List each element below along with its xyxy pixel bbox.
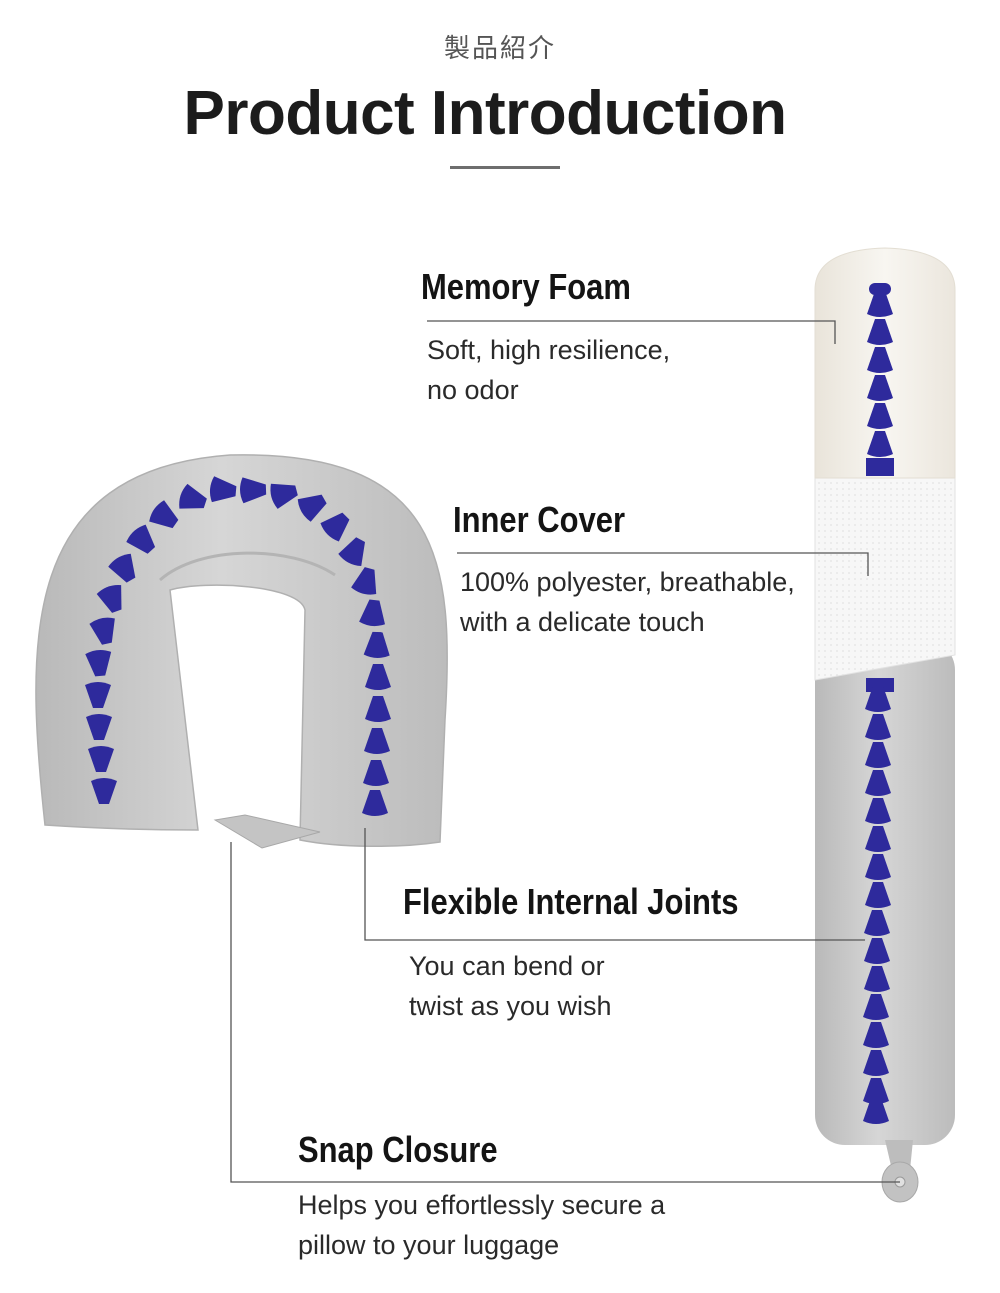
feature-desc-inner-cover: 100% polyester, breathable, with a delic… [460, 562, 795, 642]
joints-leader [364, 828, 865, 941]
page-title: Product Introduction [183, 79, 787, 148]
feature-desc-line: You can bend or [409, 951, 605, 981]
u-pillow-illustration [35, 454, 449, 849]
page-subtitle: 製品紹介 [443, 34, 556, 64]
feature-desc-line: pillow to your luggage [298, 1230, 560, 1260]
feature-desc-line: twist as you wish [409, 991, 612, 1021]
feature-title-snap-closure: Snap Closure [298, 1129, 498, 1170]
feature-desc-line: Soft, high resilience, [427, 335, 671, 365]
feature-title-flexible-joints: Flexible Internal Joints [403, 881, 739, 922]
feature-title-inner-cover: Inner Cover [453, 499, 626, 540]
feature-desc-line: Helps you effortlessly secure a [298, 1190, 666, 1220]
cross-section-joints [863, 283, 894, 1124]
feature-title-memory-foam: Memory Foam [421, 266, 631, 307]
snap-closure-leader [230, 842, 900, 1183]
feature-desc-memory-foam: Soft, high resilience, no odor [427, 330, 670, 410]
feature-desc-flexible-joints: You can bend or twist as you wish [409, 946, 612, 1026]
title-divider [450, 166, 560, 169]
cross-section-pillow [814, 247, 956, 1203]
feature-desc-snap-closure: Helps you effortlessly secure a pillow t… [298, 1185, 665, 1265]
feature-desc-line: no odor [427, 375, 519, 405]
feature-desc-line: 100% polyester, breathable, [460, 567, 795, 597]
inner-cover-leader [457, 552, 869, 576]
memory-foam-leader [427, 320, 836, 344]
feature-desc-line: with a delicate touch [460, 607, 705, 637]
callout-lines [230, 320, 900, 1183]
